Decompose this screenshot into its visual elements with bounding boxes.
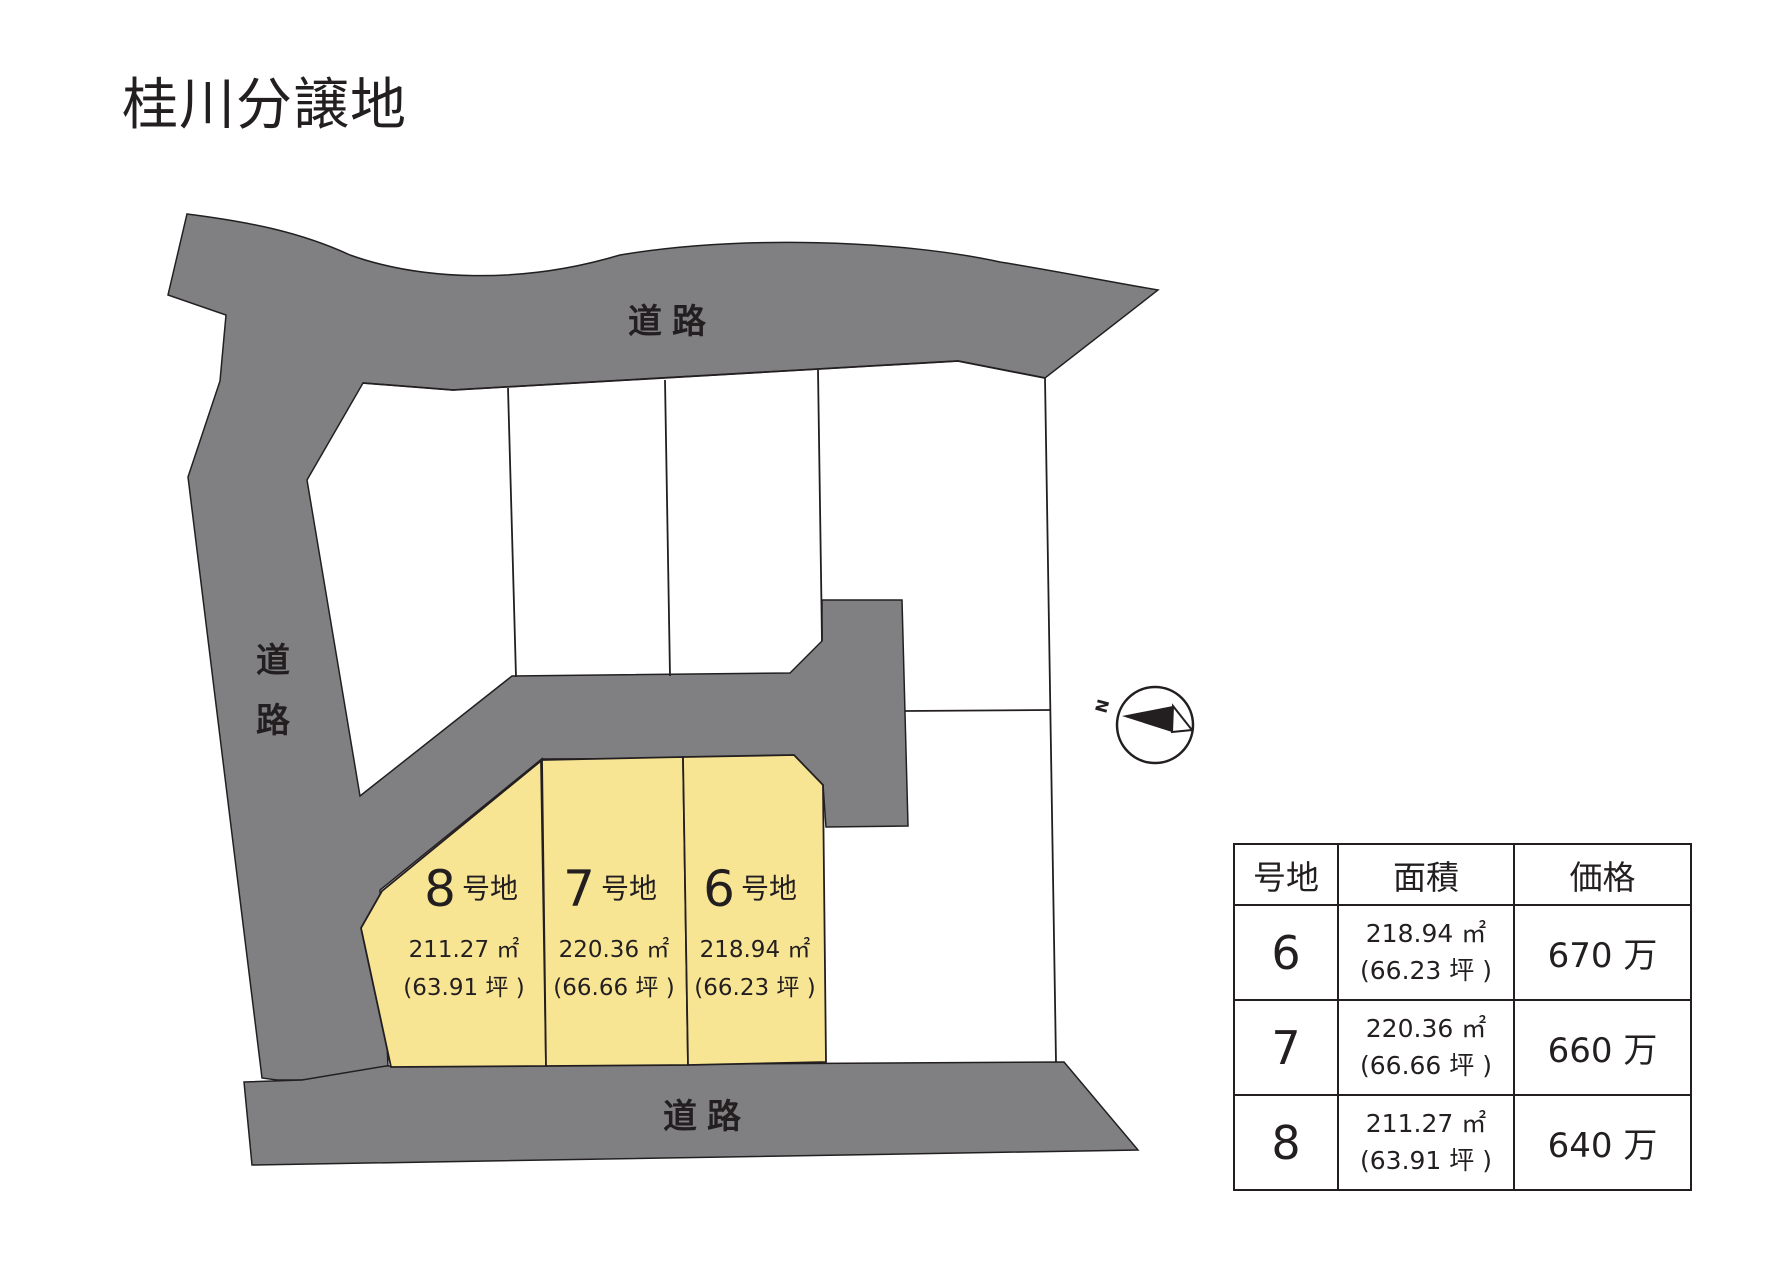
north-arrow-icon: N <box>1092 685 1195 765</box>
area-tsubo: (63.91 坪 ) <box>1360 1145 1492 1175</box>
table-row: 8 211.27 ㎡ (63.91 坪 ) 640 万 <box>1233 1094 1692 1191</box>
lot-number: 6 <box>703 860 735 918</box>
table-row: 7 220.36 ㎡ (66.66 坪 ) 660 万 <box>1233 999 1692 1096</box>
lot-7-label: 7 号地 220.36 ㎡ (66.66 坪 ) <box>553 860 674 1001</box>
table-cell-area: 211.27 ㎡ (63.91 坪 ) <box>1337 1094 1515 1191</box>
lot-area-tsubo: (66.66 坪 ) <box>553 975 674 1001</box>
lot-suffix: 号地 <box>741 872 797 905</box>
map-title: 桂川分譲地 <box>122 73 407 138</box>
road-south <box>243 1061 1140 1166</box>
area-tsubo: (66.23 坪 ) <box>1360 955 1492 985</box>
road-label-north: 道路 <box>628 302 716 342</box>
lot-suffix: 号地 <box>462 872 518 905</box>
area-sqm: 220.36 ㎡ <box>1365 1014 1487 1044</box>
road-label-west: 道路 <box>256 641 291 741</box>
road-label-west-char: 路 <box>256 701 291 741</box>
table-header-lot: 号地 <box>1233 843 1339 906</box>
lot-boundaries <box>362 360 1057 1063</box>
table-cell-lot: 6 <box>1233 904 1339 1001</box>
road-label-west-text: 道路 <box>256 641 291 741</box>
table-cell-area: 218.94 ㎡ (66.23 坪 ) <box>1337 904 1515 1001</box>
compass-north-label: N <box>1092 697 1114 715</box>
table-cell-price: 670 万 <box>1513 904 1692 1001</box>
road-north <box>167 213 1160 1081</box>
table-cell-area: 220.36 ㎡ (66.66 坪 ) <box>1337 999 1515 1096</box>
lot-area-sqm: 220.36 ㎡ <box>559 937 670 963</box>
table-header-area: 面積 <box>1337 843 1515 906</box>
area-sqm: 211.27 ㎡ <box>1365 1109 1487 1139</box>
lot-area-tsubo: (63.91 坪 ) <box>403 975 524 1001</box>
road-label-west-char: 道 <box>256 641 290 681</box>
table-header-price: 価格 <box>1513 843 1692 906</box>
lot-8-parcel[interactable] <box>360 759 547 1068</box>
table-row: 6 218.94 ㎡ (66.23 坪 ) 670 万 <box>1233 904 1692 1001</box>
lot-8-label: 8 号地 211.27 ㎡ (63.91 坪 ) <box>403 860 524 1001</box>
lot-number: 7 <box>563 860 595 918</box>
lot-area-tsubo: (66.23 坪 ) <box>694 975 815 1001</box>
area-sqm: 218.94 ㎡ <box>1365 919 1487 949</box>
lot-suffix: 号地 <box>601 872 657 905</box>
table-cell-price: 640 万 <box>1513 1094 1692 1191</box>
lot-6-parcel[interactable] <box>682 754 827 1066</box>
table-cell-lot: 8 <box>1233 1094 1339 1191</box>
table-cell-lot: 7 <box>1233 999 1339 1096</box>
lot-6-label: 6 号地 218.94 ㎡ (66.23 坪 ) <box>694 860 815 1001</box>
table-cell-price: 660 万 <box>1513 999 1692 1096</box>
lot-area-sqm: 218.94 ㎡ <box>700 937 811 963</box>
lot-area-sqm: 211.27 ㎡ <box>409 937 520 963</box>
lot-number: 8 <box>424 860 456 918</box>
road-label-south: 道路 <box>663 1097 751 1137</box>
price-table: 号地 面積 価格 6 218.94 ㎡ (66.23 坪 ) 670 万 7 2… <box>1233 843 1692 1191</box>
area-tsubo: (66.66 坪 ) <box>1360 1050 1492 1080</box>
